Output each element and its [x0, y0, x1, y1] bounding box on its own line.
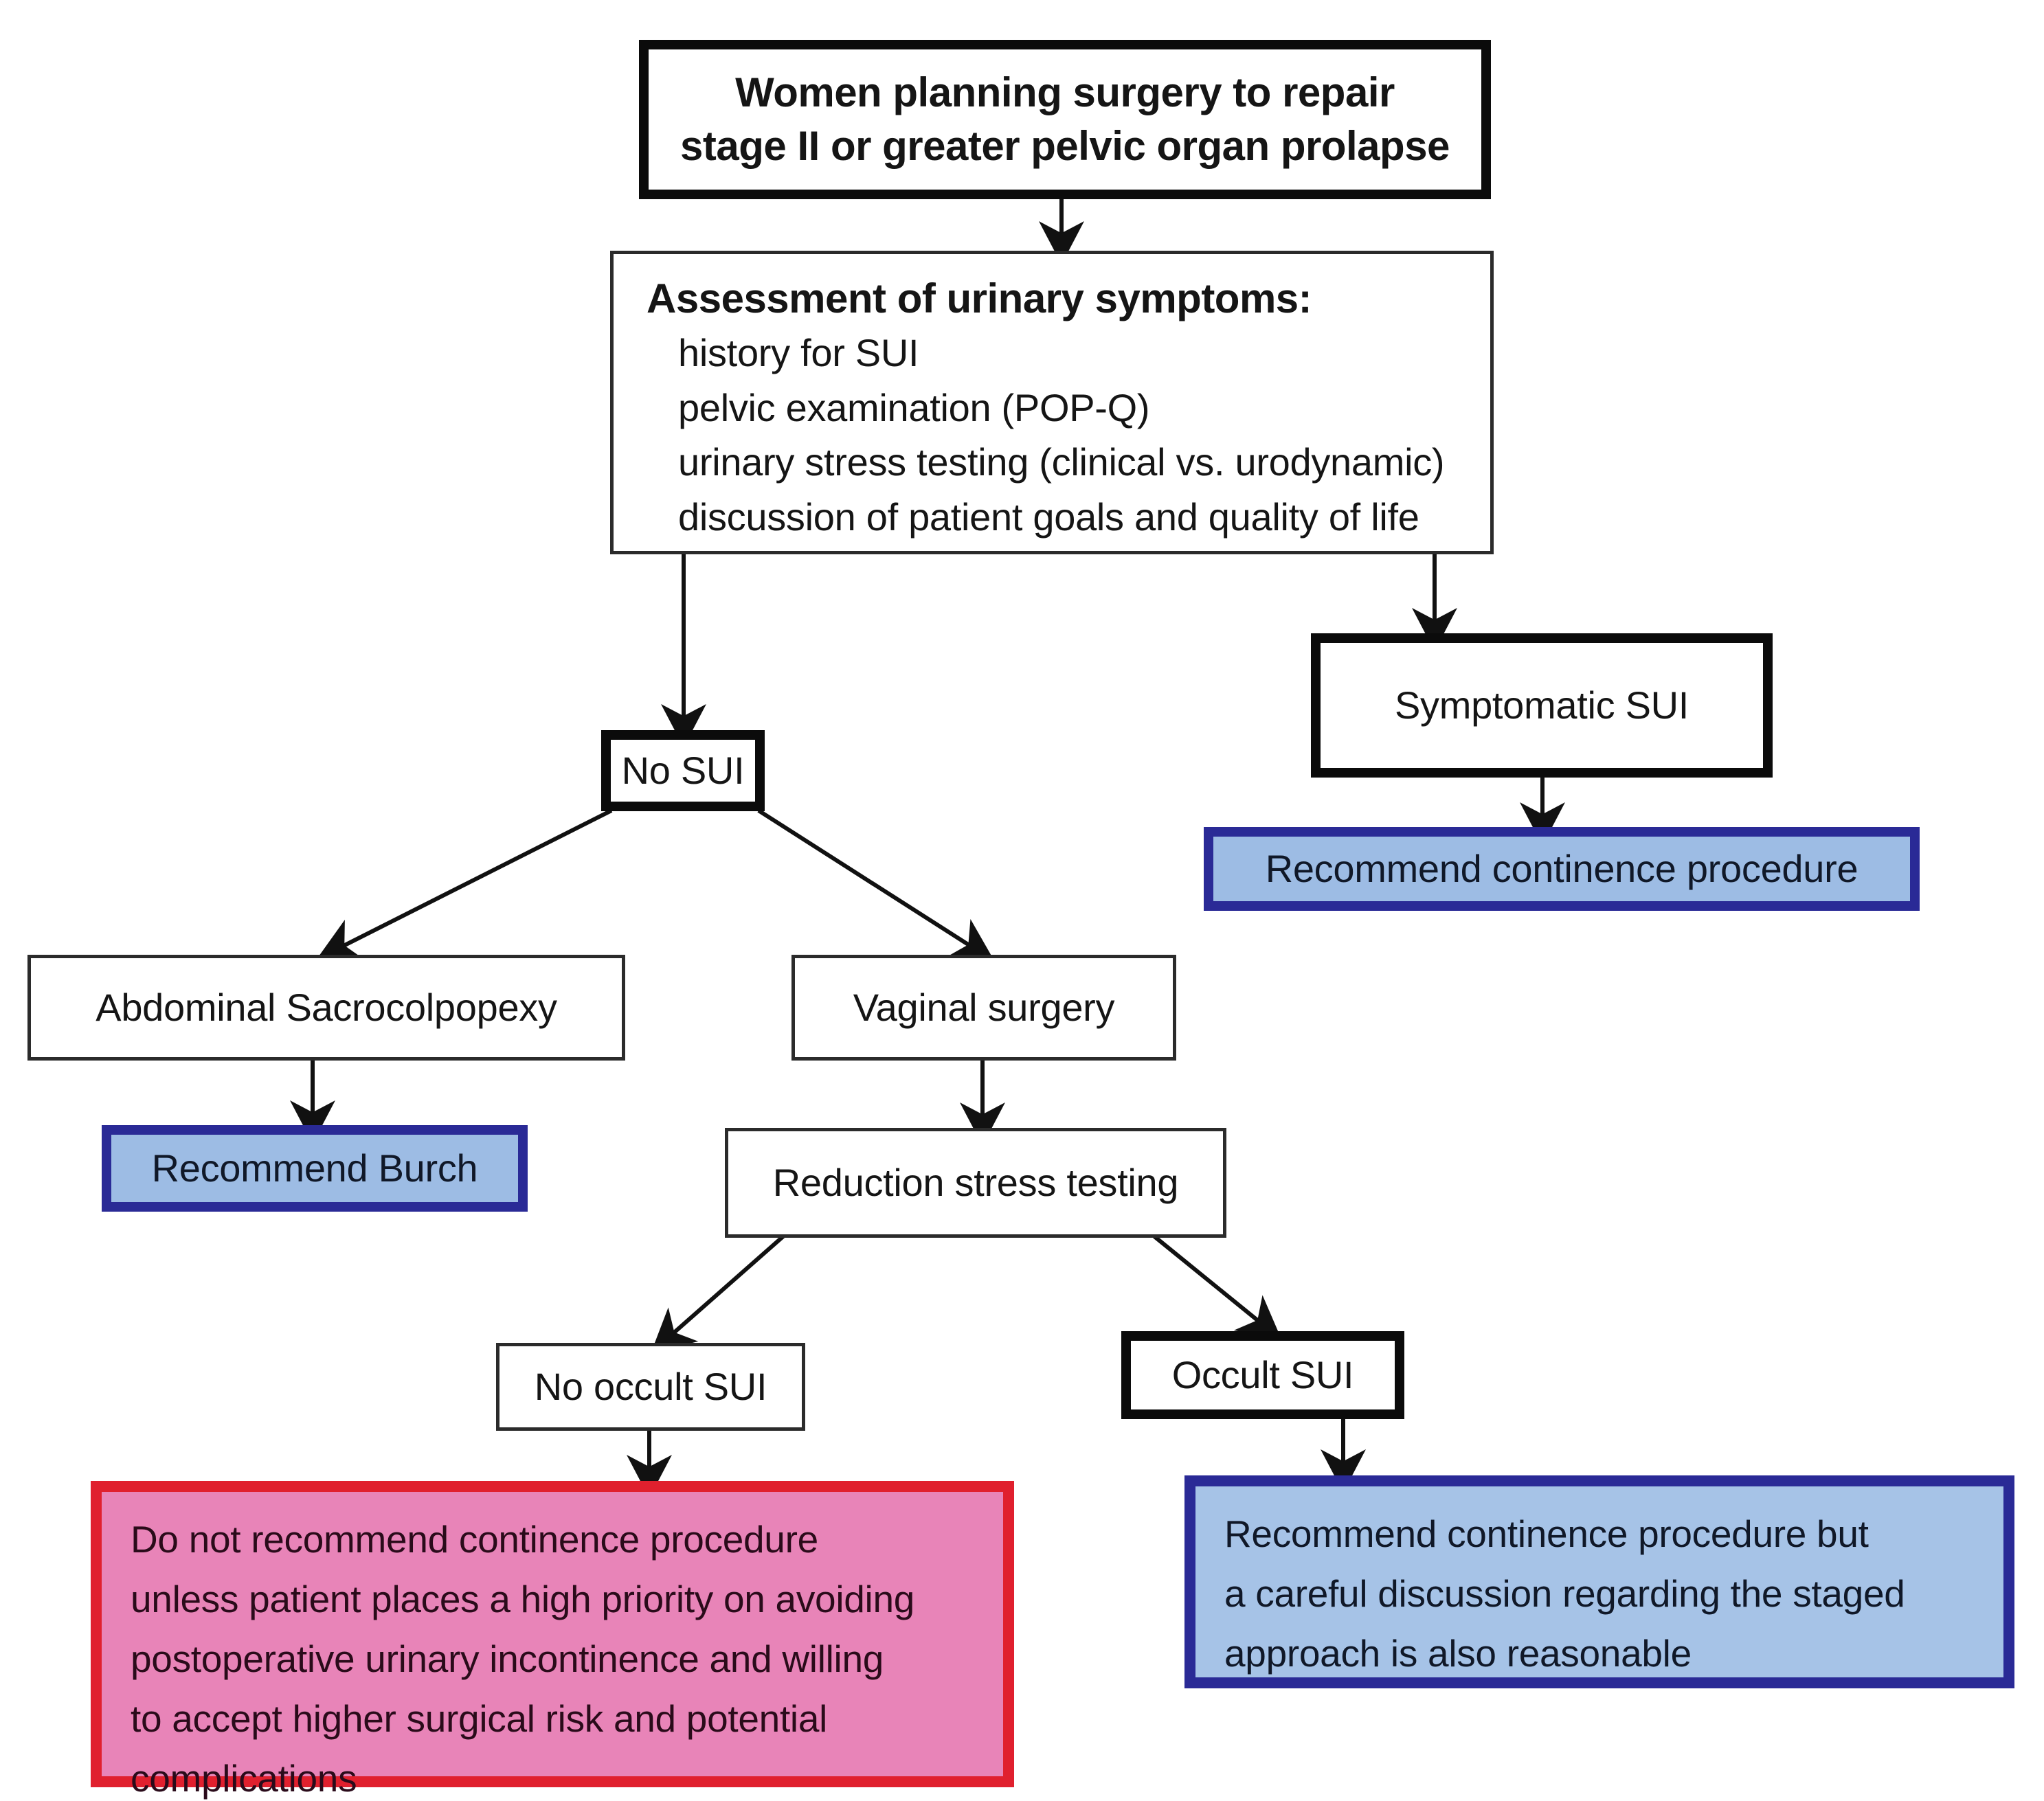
- node-occult-sui: Occult SUI: [1121, 1331, 1404, 1419]
- node-do-not-recommend-line-1: Do not recommend continence procedure: [131, 1518, 818, 1561]
- node-recommend-continence-procedure: Recommend continence procedure: [1204, 827, 1920, 911]
- node-do-not-recommend-line-2: unless patient places a high priority on…: [131, 1577, 915, 1620]
- node-do-not-recommend-continence-procedure: Do not recommend continence procedure un…: [91, 1481, 1014, 1800]
- node-occult-sui-label: Occult SUI: [1171, 1352, 1354, 1396]
- node-do-not-recommend-line-5: complications: [131, 1756, 357, 1800]
- edge-no-sui-to-vaginal-surgery: [757, 808, 995, 962]
- edge-reduction-stress-testing-to-occult-sui: [1153, 1234, 1282, 1340]
- node-reduction-stress-testing: Reduction stress testing: [725, 1128, 1226, 1238]
- node-assessment-item-1: history for SUI: [678, 331, 919, 374]
- node-recommend-continence-procedure-staged: Recommend continence procedure but a car…: [1184, 1475, 2014, 1688]
- node-start-line-2: stage II or greater pelvic organ prolaps…: [680, 123, 1450, 169]
- node-assessment-item-2: pelvic examination (POP-Q): [678, 385, 1150, 429]
- node-abdominal-sacrocolpopexy: Abdominal Sacrocolpopexy: [27, 955, 625, 1061]
- node-recommend-staged-line-2: a careful discussion regarding the stage…: [1224, 1572, 1905, 1615]
- node-recommend-continence-procedure-label: Recommend continence procedure: [1265, 846, 1858, 890]
- node-start: Women planning surgery to repair stage I…: [639, 40, 1491, 199]
- node-do-not-recommend-line-4: to accept higher surgical risk and poten…: [131, 1697, 828, 1740]
- node-vaginal-surgery: Vaginal surgery: [791, 955, 1176, 1061]
- node-recommend-staged-line-3: approach is also reasonable: [1224, 1631, 1692, 1675]
- edge-no-sui-to-abdominal-sacrocolpopexy: [316, 808, 613, 960]
- node-recommend-staged-line-1: Recommend continence procedure but: [1224, 1513, 1869, 1555]
- node-abdominal-sacrocolpopexy-label: Abdominal Sacrocolpopexy: [96, 985, 557, 1029]
- node-vaginal-surgery-label: Vaginal surgery: [853, 985, 1115, 1029]
- node-assessment-heading: Assessment of urinary symptoms:: [647, 275, 1312, 321]
- node-reduction-stress-testing-label: Reduction stress testing: [772, 1160, 1179, 1204]
- node-assessment: Assessment of urinary symptoms: history …: [610, 251, 1494, 554]
- node-symptomatic-sui: Symptomatic SUI: [1311, 633, 1773, 778]
- node-symptomatic-sui-label: Symptomatic SUI: [1394, 683, 1689, 727]
- node-recommend-burch-label: Recommend Burch: [151, 1146, 478, 1190]
- node-assessment-item-4: discussion of patient goals and quality …: [678, 495, 1419, 539]
- node-assessment-item-3: urinary stress testing (clinical vs. uro…: [678, 440, 1445, 484]
- node-no-occult-sui: No occult SUI: [496, 1343, 805, 1431]
- edge-reduction-stress-testing-to-no-occult-sui: [651, 1234, 785, 1353]
- node-no-occult-sui-label: No occult SUI: [534, 1364, 767, 1408]
- node-recommend-burch: Recommend Burch: [102, 1125, 528, 1212]
- node-do-not-recommend-line-3: postoperative urinary incontinence and w…: [131, 1637, 884, 1680]
- node-start-line-1: Women planning surgery to repair: [735, 69, 1395, 115]
- node-no-sui: No SUI: [601, 730, 765, 811]
- node-no-sui-label: No SUI: [621, 748, 745, 792]
